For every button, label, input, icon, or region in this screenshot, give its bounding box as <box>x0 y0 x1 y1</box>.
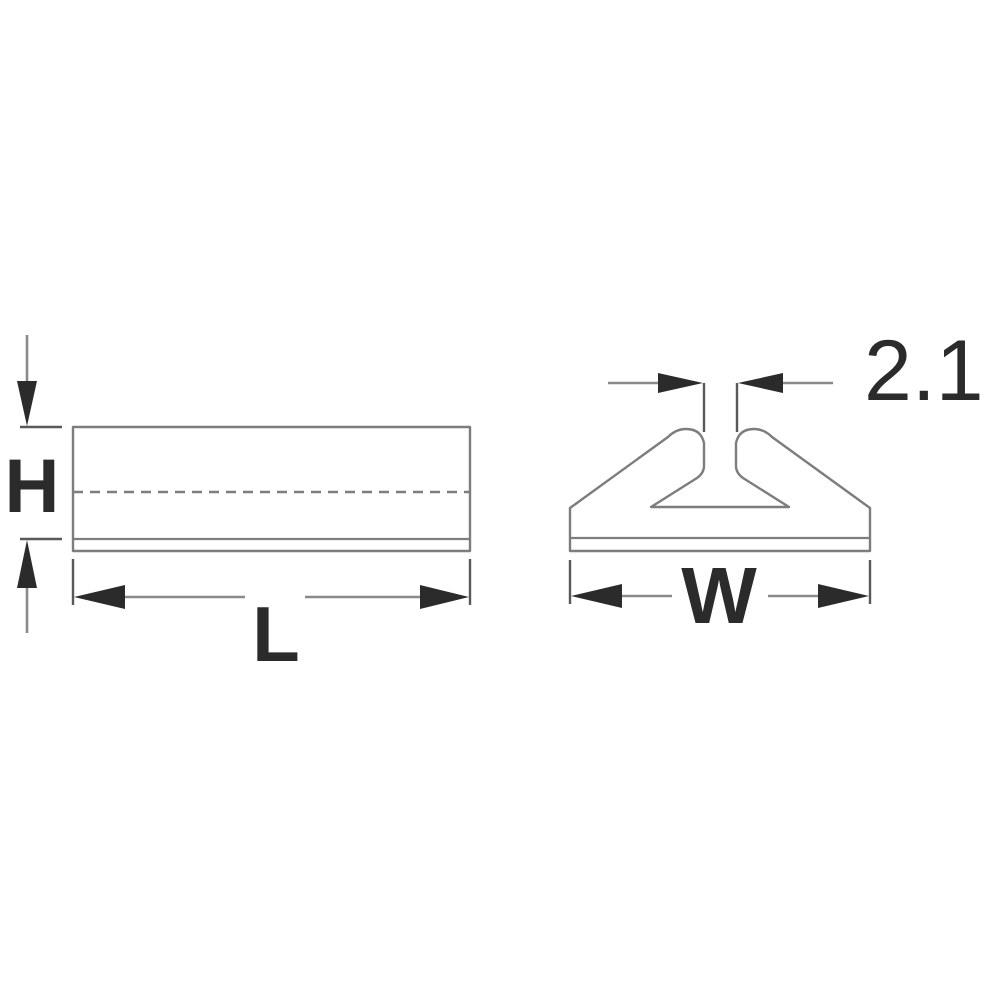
note-text-top-right: 2.1 <box>864 323 984 419</box>
front-profile-outline <box>568 427 872 553</box>
height-arrow-down-icon <box>17 381 37 426</box>
dimension-label-W: W <box>681 551 757 640</box>
length-arrow-right-icon <box>420 585 469 609</box>
side-body-outline <box>71 425 472 553</box>
width-arrow-left-icon <box>571 584 622 608</box>
dimension-width-W: W <box>568 551 872 640</box>
dimension-length-L: L <box>71 559 472 678</box>
dimension-label-L: L <box>252 590 300 678</box>
front-cross-section-view: W <box>568 373 872 640</box>
dimension-label-H: H <box>5 444 60 529</box>
dimension-gap <box>608 373 833 432</box>
length-arrow-left-icon <box>74 585 125 609</box>
dimension-height-H: H <box>5 335 62 633</box>
gap-arrow-right-icon <box>658 373 703 393</box>
width-arrow-right-icon <box>818 584 869 608</box>
gap-arrow-left-icon <box>738 373 783 393</box>
side-elevation-view: H L <box>5 335 472 678</box>
height-arrow-up-icon <box>17 540 37 588</box>
